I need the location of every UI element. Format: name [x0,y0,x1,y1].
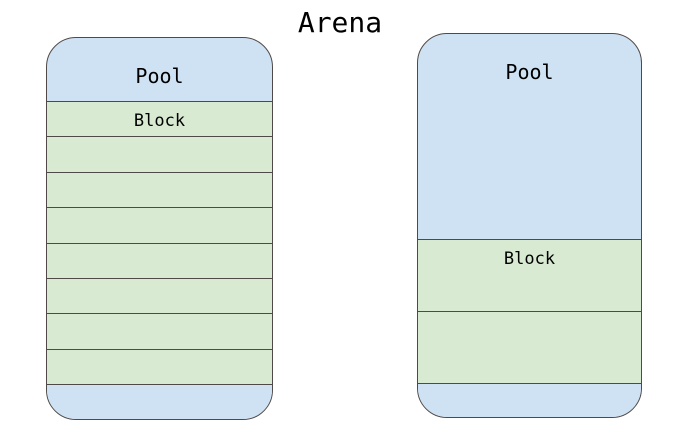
pool-left-block-list: Block [47,101,272,384]
pool-left: Pool Block [46,37,273,420]
block-row [47,277,272,314]
block-row [47,207,272,243]
block-row [47,136,272,172]
pool-left-label: Pool [135,64,184,88]
pool-left-footer [47,384,272,419]
pool-right: Pool Block [417,33,642,418]
block-row [418,311,641,383]
pool-right-block-list: Block [418,239,641,383]
block-row [47,313,272,349]
block-row: Block [418,239,641,311]
pool-left-header: Pool [47,38,272,101]
block-row [47,242,272,278]
block-row [47,348,272,384]
block-row: Block [47,101,272,137]
pool-right-label: Pool [505,60,554,84]
block-row [47,171,272,208]
diagram-title: Arena [297,6,383,39]
block-label: Block [133,111,186,131]
pool-right-header: Pool [418,34,641,239]
pool-right-footer [418,383,641,417]
block-label: Block [503,249,556,269]
